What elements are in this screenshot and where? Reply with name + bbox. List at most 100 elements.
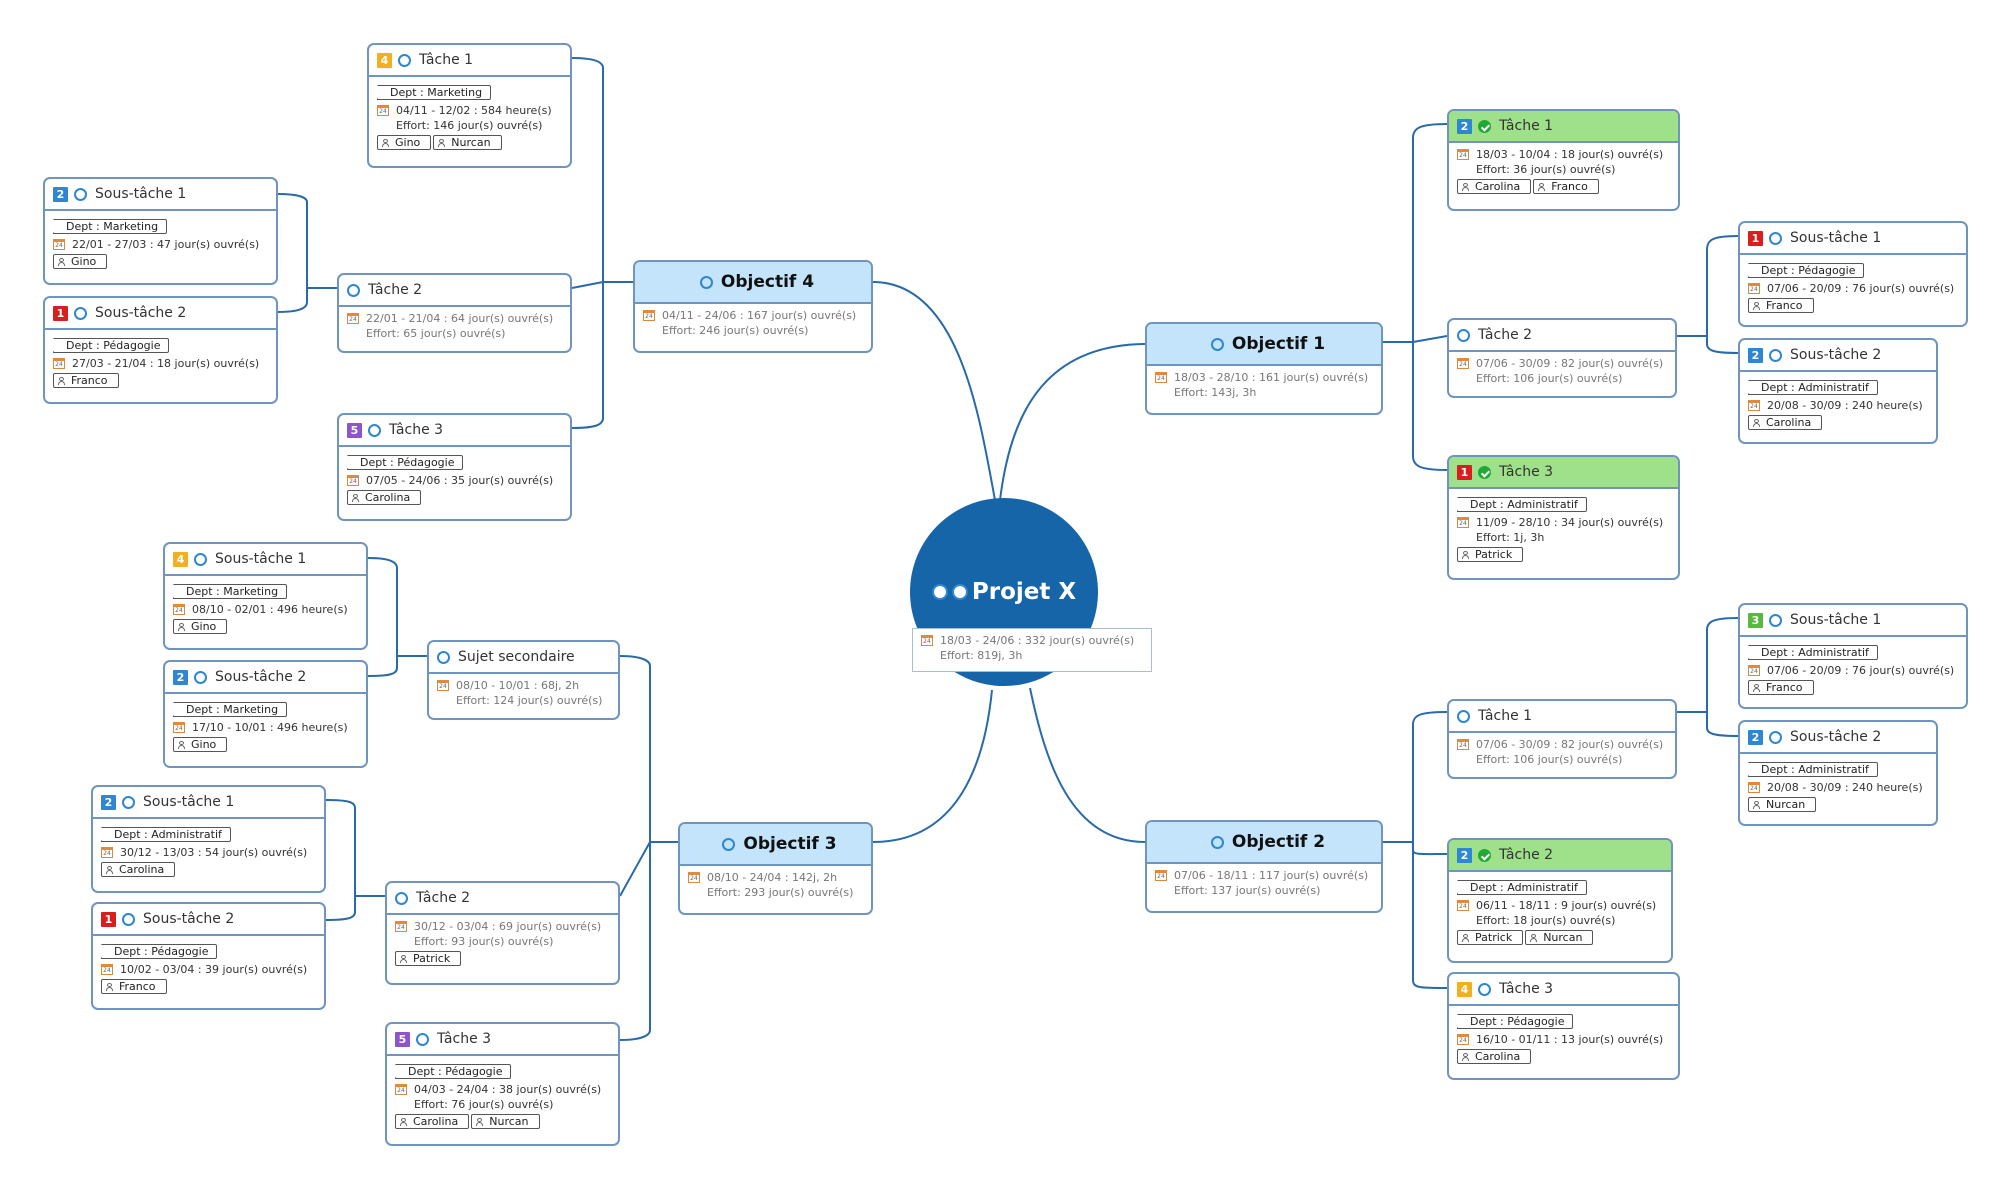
person-icon (438, 138, 446, 147)
resource-chip[interactable]: Gino (377, 135, 432, 150)
progress-icon (1769, 613, 1782, 627)
priority-badge: 1 (101, 911, 116, 927)
progress-icon (368, 423, 381, 437)
resource-chip[interactable]: Franco (101, 979, 167, 994)
resource-chip[interactable]: Nurcan (1748, 797, 1817, 812)
calendar-icon: 24 (1155, 372, 1167, 383)
progress-icon (194, 670, 207, 684)
subtask-title: Sous-tâche 1 (143, 794, 235, 810)
resource-name: Nurcan (489, 1115, 529, 1128)
resource-chip[interactable]: Franco (1748, 680, 1814, 695)
dates: 17/10 - 10/01 : 496 heure(s) (192, 721, 348, 734)
resource-chip[interactable]: Gino (173, 737, 228, 752)
resource-chip[interactable]: Franco (1533, 179, 1599, 194)
calendar-icon: 24 (173, 604, 185, 615)
effort: Effort: 246 jour(s) ouvré(s) (662, 324, 809, 337)
dates: 06/11 - 18/11 : 9 jour(s) ouvré(s) (1476, 899, 1657, 912)
person-icon (1538, 182, 1546, 191)
dates: 10/02 - 03/04 : 39 jour(s) ouvré(s) (120, 963, 308, 976)
resource-chip[interactable]: Patrick (395, 951, 462, 966)
progress-icon (1457, 328, 1470, 342)
effort: Effort: 137 jour(s) ouvré(s) (1174, 884, 1321, 897)
resource-chip[interactable]: Carolina (1457, 179, 1532, 194)
effort: Effort: 65 jour(s) ouvré(s) (366, 327, 506, 340)
task-title: Tâche 2 (1499, 847, 1554, 863)
department-tag: Dept : Pédagogie (347, 455, 464, 470)
progress-icon (699, 275, 713, 289)
resource-chip[interactable]: Nurcan (1525, 930, 1594, 945)
resource-chip[interactable]: Carolina (1457, 1049, 1532, 1064)
task-title: Tâche 2 (1478, 327, 1533, 343)
resource-chip[interactable]: Franco (1748, 298, 1814, 313)
dates: 04/11 - 24/06 : 167 jour(s) ouvré(s) (662, 309, 857, 322)
resource-chip[interactable]: Nurcan (433, 135, 502, 150)
calendar-icon: 24 (1748, 665, 1760, 676)
resource-chip[interactable]: Gino (53, 254, 108, 269)
resource-chip[interactable]: Patrick (1457, 547, 1524, 562)
calendar-icon: 24 (377, 105, 389, 116)
calendar-icon: 24 (1748, 283, 1760, 294)
effort: Effort: 1j, 3h (1476, 531, 1545, 544)
priority-badge: 1 (1457, 464, 1472, 480)
priority-badge: 5 (347, 422, 362, 438)
resource-name: Gino (395, 136, 421, 149)
task-title: Tâche 2 (368, 282, 423, 298)
priority-badge: 4 (377, 52, 392, 68)
dates: 08/10 - 10/01 : 68j, 2h (456, 679, 580, 692)
resource-chip[interactable]: Nurcan (471, 1114, 540, 1129)
resource-name: Gino (71, 255, 97, 268)
department-tag: Dept : Pédagogie (395, 1064, 512, 1079)
resource-name: Franco (1551, 180, 1588, 193)
task-title: Tâche 1 (1499, 118, 1554, 134)
resource-chip[interactable]: Franco (53, 373, 119, 388)
resource-chip[interactable]: Carolina (395, 1114, 470, 1129)
dates: 04/11 - 12/02 : 584 heure(s) (396, 104, 552, 117)
subtask-title: Sous-tâche 2 (215, 669, 307, 685)
subtask-title: Sous-tâche 1 (215, 551, 307, 567)
person-icon (1462, 550, 1469, 559)
resource-chip[interactable]: Gino (173, 619, 228, 634)
resource-chip[interactable]: Patrick (1457, 930, 1524, 945)
person-icon (178, 740, 185, 749)
person-icon (58, 257, 65, 266)
resource-chip[interactable]: Carolina (101, 862, 176, 877)
objective-title: Objectif 4 (720, 272, 815, 292)
dates: 07/06 - 30/09 : 82 jour(s) ouvré(s) (1476, 357, 1664, 370)
dates: 11/09 - 28/10 : 34 jour(s) ouvré(s) (1476, 516, 1664, 529)
resource-chip[interactable]: Carolina (1748, 415, 1823, 430)
department-tag: Dept : Administratif (1748, 380, 1878, 395)
progress-icon (722, 837, 736, 851)
progress-icon (395, 891, 408, 905)
resource-name: Franco (71, 374, 108, 387)
dates: 04/03 - 24/04 : 38 jour(s) ouvré(s) (414, 1083, 602, 1096)
dates: 20/08 - 30/09 : 240 heure(s) (1767, 399, 1923, 412)
resource-chip[interactable]: Carolina (347, 490, 422, 505)
